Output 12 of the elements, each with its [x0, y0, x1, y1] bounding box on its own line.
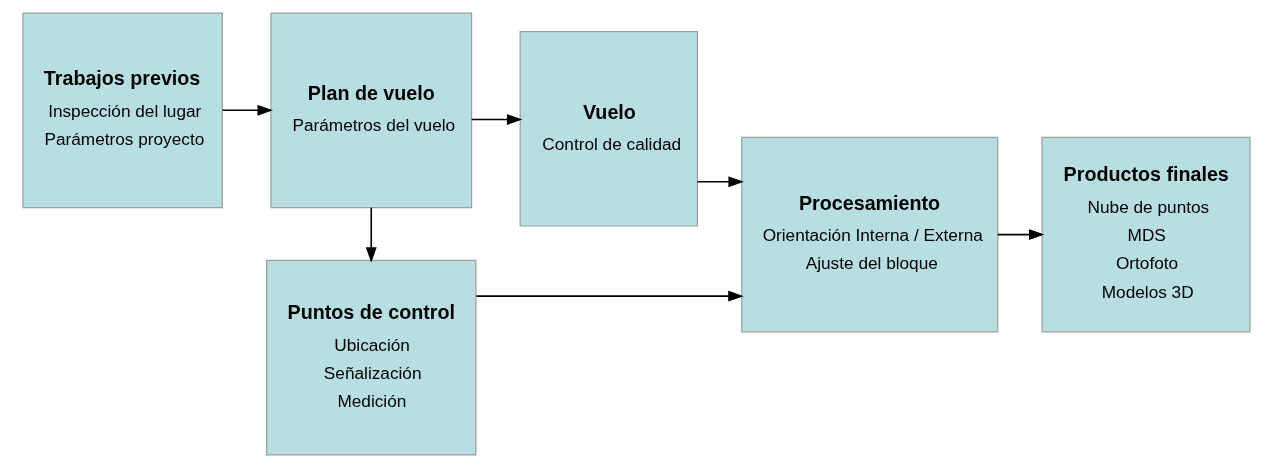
node-box: Puntos de control Ubicación Señalización Medición: [266, 259, 477, 456]
arrow: [365, 206, 377, 263]
arrow: [475, 290, 744, 302]
node-box: Vuelo Control de calidad: [519, 30, 699, 227]
arrow: [696, 176, 744, 188]
node-box: Trabajos previos Inspección del lugar Parámetros proyecto: [22, 12, 223, 209]
node-box: Productos finales Nube de puntos MDS Ortofoto Modelos 3D: [1041, 136, 1251, 333]
node-box: Plan de vuelo Parámetros del vuelo: [270, 12, 473, 209]
node-box: Procesamiento Orientación Interna / Externa Ajuste del bloque: [741, 136, 999, 333]
arrow: [997, 229, 1045, 241]
arrow: [470, 114, 523, 125]
arrow: [221, 104, 273, 116]
